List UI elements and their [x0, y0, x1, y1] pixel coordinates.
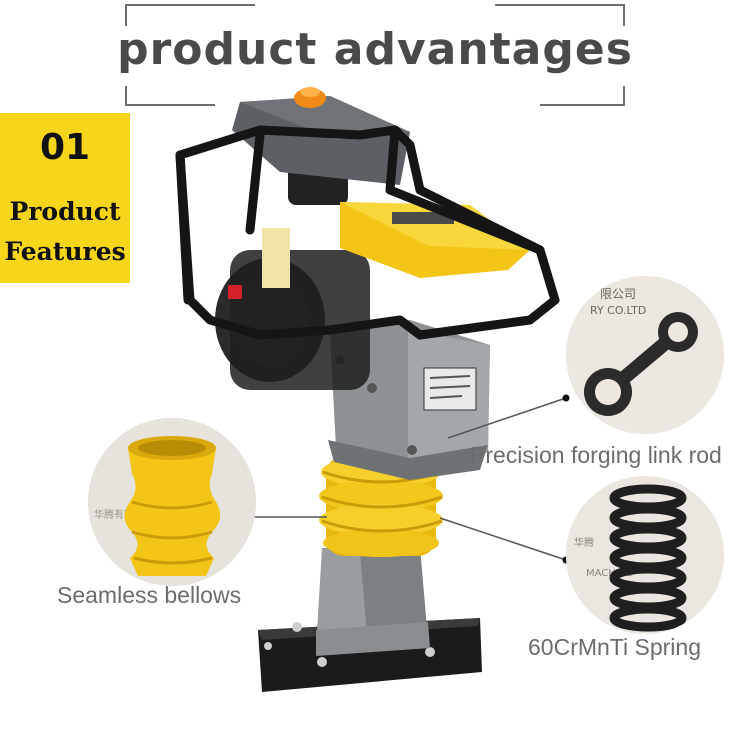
bellows-detail-image: 华腾有限: [88, 418, 256, 586]
spring-connector: [439, 517, 567, 561]
link-rod-caption: Precision forging link rod: [470, 442, 722, 468]
svg-text:MACHINE: MACHINE: [586, 568, 633, 579]
feature-line-1: Product: [9, 197, 121, 226]
feature-number: 01: [39, 127, 91, 168]
header-frame-bottom-left: [125, 104, 215, 106]
roll-cage: [175, 125, 560, 340]
header-frame-left-bottom: [125, 86, 127, 106]
spring-detail-circle: 华腾 MACHINE: [566, 476, 724, 634]
link-rod-detail-image: 限公司 RY CO.LTD: [566, 276, 724, 434]
feature-line-2: Features: [4, 237, 126, 266]
main-bellows: [319, 456, 443, 557]
svg-text:华腾: 华腾: [574, 536, 594, 549]
engine-block: [215, 160, 370, 390]
header-frame-top-right: [495, 4, 625, 6]
header-frame-left-top: [125, 4, 127, 26]
bellows-caption: Seamless bellows: [57, 582, 242, 608]
bellows-detail-circle: 华腾有限: [88, 418, 256, 586]
spring-caption: 60CrMnTi Spring: [528, 634, 701, 660]
page-title: product advantages: [117, 24, 633, 75]
svg-text:RY CO.LTD: RY CO.LTD: [590, 304, 646, 317]
header-frame-bottom-right: [540, 104, 625, 106]
lower-leg: [316, 548, 430, 656]
svg-text:华腾有限: 华腾有限: [94, 508, 134, 521]
link-rod-connector: [447, 397, 567, 439]
header-frame-right-bottom: [623, 86, 625, 106]
spring-detail-image: 华腾 MACHINE: [566, 476, 724, 634]
svg-text:限公司: 限公司: [600, 287, 636, 301]
link-rod-detail-circle: 限公司 RY CO.LTD: [566, 276, 724, 434]
header-frame-right-top: [623, 4, 625, 26]
header-frame-top-left: [125, 4, 255, 6]
feature-label: 01 Product Features: [0, 113, 130, 283]
fuel-tank: [232, 87, 410, 185]
